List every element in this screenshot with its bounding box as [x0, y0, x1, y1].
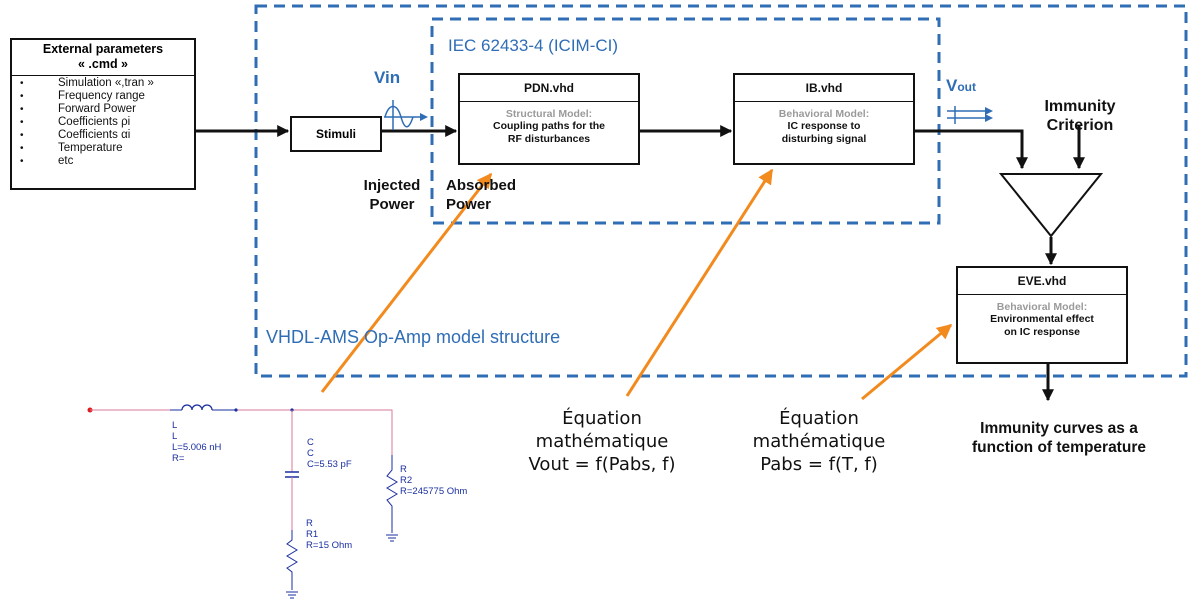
resistor-r2-label: R R2 R=245775 Ohm	[400, 464, 467, 497]
list-item: Simulation «,tran »	[12, 77, 194, 90]
vin-signal-icon	[384, 100, 428, 130]
inductor-value: L=5.006 nH	[172, 442, 222, 453]
eve-desc-line2: on IC response	[1004, 326, 1080, 338]
inductor-tag: L	[172, 420, 178, 431]
list-item: Coefficients αi	[12, 129, 194, 142]
list-item: Forward Power	[12, 103, 194, 116]
equation-pabs: Équation mathématique Pabs = f(T, f)	[724, 407, 914, 476]
absorbed-power-line1: Absorbed	[446, 177, 517, 194]
inductor-name: L	[172, 431, 178, 442]
resistor-r1-name: R1	[306, 529, 319, 540]
immunity-criterion-label: Immunity Criterion	[1020, 97, 1140, 135]
resistor-r1-value: R=15 Ohm	[306, 540, 353, 551]
list-item: etc	[12, 155, 194, 168]
pdn-header: PDN.vhd	[460, 75, 638, 102]
inner-dashed-box	[430, 17, 941, 225]
immunity-curves-label: Immunity curves as a function of tempera…	[934, 419, 1184, 457]
capacitor-value: C=5.53 pF	[307, 459, 352, 470]
orange-arrow-eq1-to-ib	[625, 168, 774, 397]
capacitor-name: C	[307, 448, 314, 459]
pdn-model-type: Structural Model:	[505, 108, 593, 120]
external-parameters-box: External parameters « .cmd » Simulation …	[10, 38, 196, 190]
equation-vout-line1: Équation	[562, 408, 642, 429]
inductor-label: L L L=5.006 nH R=	[172, 420, 221, 464]
ib-desc-line1: IC response to	[787, 120, 861, 132]
equivalent-circuit	[87, 404, 398, 599]
eve-box: EVE.vhd Behavioral Model: Environmental …	[956, 266, 1128, 364]
ib-model-type: Behavioral Model:	[778, 108, 870, 120]
orange-arrow-eq2-to-eve	[861, 323, 953, 401]
absorbed-power-line2: Power	[446, 196, 492, 213]
resistor-r1-label: R R1 R=15 Ohm	[306, 518, 352, 551]
resistor-r1-tag: R	[306, 518, 313, 529]
equation-vout: Équation mathématique Vout = f(Pabs, f)	[502, 407, 702, 476]
equation-pabs-line1: Équation	[779, 408, 859, 429]
comparator-triangle	[998, 173, 1104, 238]
outer-dashed-box	[254, 4, 1188, 378]
eve-header: EVE.vhd	[958, 268, 1126, 295]
vout-signal-icon	[947, 106, 993, 124]
resistor-r2-value: R=245775 Ohm	[400, 486, 468, 497]
stimuli-label: Stimuli	[315, 127, 356, 141]
vout-label-sub: out	[957, 80, 976, 94]
pdn-desc-line2: RF disturbances	[507, 133, 591, 145]
stimuli-box: Stimuli	[290, 116, 382, 152]
inner-box-title: IEC 62433-4 (ICIM-CI)	[448, 36, 619, 55]
external-parameters-list: Simulation «,tran » Frequency range Forw…	[12, 76, 194, 168]
equation-vout-line2: mathématique	[535, 431, 669, 452]
vout-label: Vout	[946, 76, 976, 96]
immunity-criterion-line2: Criterion	[1046, 117, 1114, 134]
list-item: Frequency range	[12, 90, 194, 103]
eve-desc-line1: Environmental effect	[990, 313, 1094, 325]
immunity-criterion-line1: Immunity	[1044, 98, 1116, 115]
orange-arrow-circuit-to-pdn	[320, 172, 493, 393]
equation-pabs-line2: mathématique	[752, 431, 886, 452]
ib-box: IB.vhd Behavioral Model: IC response to …	[733, 73, 915, 165]
ib-desc-line2: disturbing signal	[781, 133, 867, 145]
list-item: Coefficients ρi	[12, 116, 194, 129]
injected-power-label: Injected Power	[357, 176, 427, 214]
external-parameters-title: External parameters « .cmd »	[12, 40, 194, 76]
resistor-r2-tag: R	[400, 464, 407, 475]
external-parameters-title-line2: « .cmd »	[77, 57, 129, 71]
absorbed-power-label: Absorbed Power	[446, 176, 516, 214]
resistor-r2-name: R2	[400, 475, 413, 486]
equation-pabs-line3: Pabs = f(T, f)	[760, 454, 878, 475]
inductor-r: R=	[172, 453, 185, 464]
outer-box-title: VHDL-AMS Op-Amp model structure	[266, 327, 561, 347]
pdn-desc-line1: Coupling paths for the	[493, 120, 605, 132]
list-item: Temperature	[12, 142, 194, 155]
arrow-ib-to-comparator	[915, 129, 1028, 170]
capacitor-tag: C	[307, 437, 314, 448]
immunity-curves-line2: function of temperature	[972, 439, 1146, 456]
injected-power-line2: Power	[369, 196, 415, 213]
injected-power-line1: Injected	[363, 177, 421, 194]
eve-model-type: Behavioral Model:	[996, 301, 1088, 313]
vout-label-main: V	[946, 76, 958, 95]
vin-label: Vin	[374, 68, 401, 87]
ib-header: IB.vhd	[735, 75, 913, 102]
external-parameters-title-line1: External parameters	[42, 42, 164, 56]
pdn-box: PDN.vhd Structural Model: Coupling paths…	[458, 73, 640, 165]
equation-vout-line3: Vout = f(Pabs, f)	[528, 454, 676, 475]
immunity-curves-line1: Immunity curves as a	[980, 420, 1138, 437]
capacitor-label: C C C=5.53 pF	[307, 437, 352, 470]
